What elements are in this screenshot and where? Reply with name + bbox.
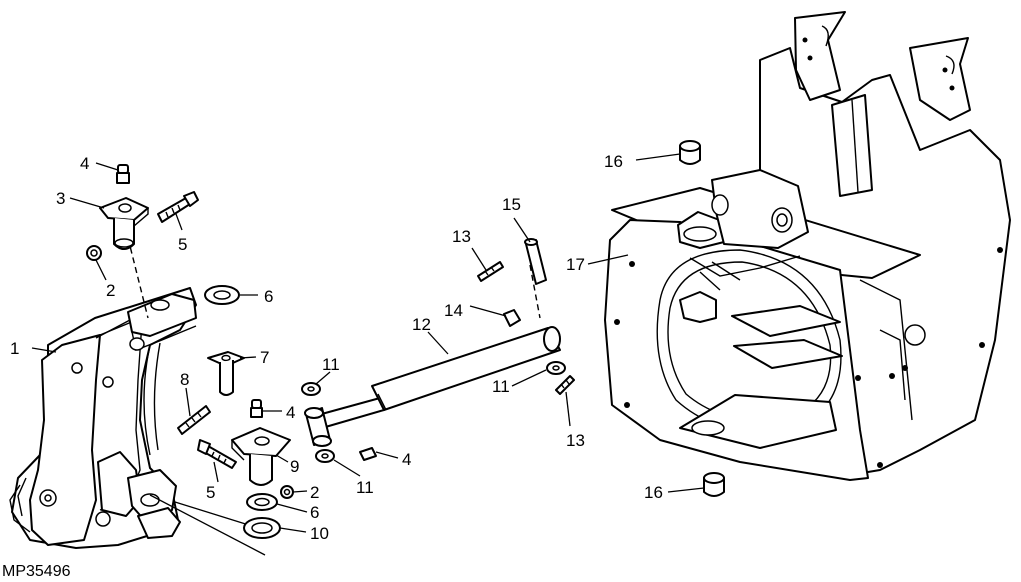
part-4-fitting-top [116,164,130,184]
callout-4-mid: 4 [286,403,295,422]
part-13-roll-pin-b [555,375,575,395]
part-2-nut-low [280,485,294,499]
part-6-washer-top [204,285,240,305]
callout-9: 9 [290,457,299,476]
callout-10: 10 [310,524,329,543]
part-17-frame [604,11,1011,481]
callout-7: 7 [260,348,269,367]
callout-16-top: 16 [604,152,623,171]
callout-13-a: 13 [452,227,471,246]
callout-2-low: 2 [310,483,319,502]
part-2-nut-top [86,245,102,261]
part-7-pin [207,351,245,396]
callout-6-low: 6 [310,503,319,522]
part-14-fitting [503,309,521,327]
part-13-roll-pin-a [477,261,504,282]
part-9-bracket [231,427,291,486]
part-8-roll-pin [177,405,211,435]
callout-8: 8 [180,370,189,389]
part-5-bolt-low [197,439,237,469]
callout-4-top: 4 [80,154,89,173]
callout-2-top: 2 [106,281,115,300]
callout-16-bottom: 16 [644,483,663,502]
part-16-bushing-top [679,140,701,165]
leader-lines [31,153,705,533]
callout-1: 1 [10,339,19,358]
callout-13-b: 13 [566,431,585,450]
part-10-bushing [243,517,281,539]
callout-5-top: 5 [178,235,187,254]
callout-3: 3 [56,189,65,208]
part-16-bushing-bottom [703,472,725,497]
part-12-cylinder [304,326,561,447]
callout-17: 17 [566,255,585,274]
part-3-bracket [99,197,149,250]
part-4-fitting-mid [250,399,263,418]
callout-5-low: 5 [206,483,215,502]
part-15-pin [524,238,547,285]
callout-6-top: 6 [264,287,273,306]
left-bracket-assembly [9,287,197,549]
callout-4-cyl: 4 [402,450,411,469]
callout-12: 12 [412,315,431,334]
part-11-washer-b [315,449,335,463]
callout-11-b: 11 [356,478,374,497]
part-6-washer-low [246,493,278,511]
callout-11-c: 11 [492,377,510,396]
part-11-washer-a [301,382,321,396]
callout-11-a: 11 [322,355,340,374]
part-5-bolt-top [157,191,199,223]
part-4-fitting-cyl [359,447,377,461]
part-11-washer-c [546,361,566,375]
callout-14: 14 [444,301,463,320]
figure-code: MP35496 [2,563,71,580]
callout-15: 15 [502,195,521,214]
